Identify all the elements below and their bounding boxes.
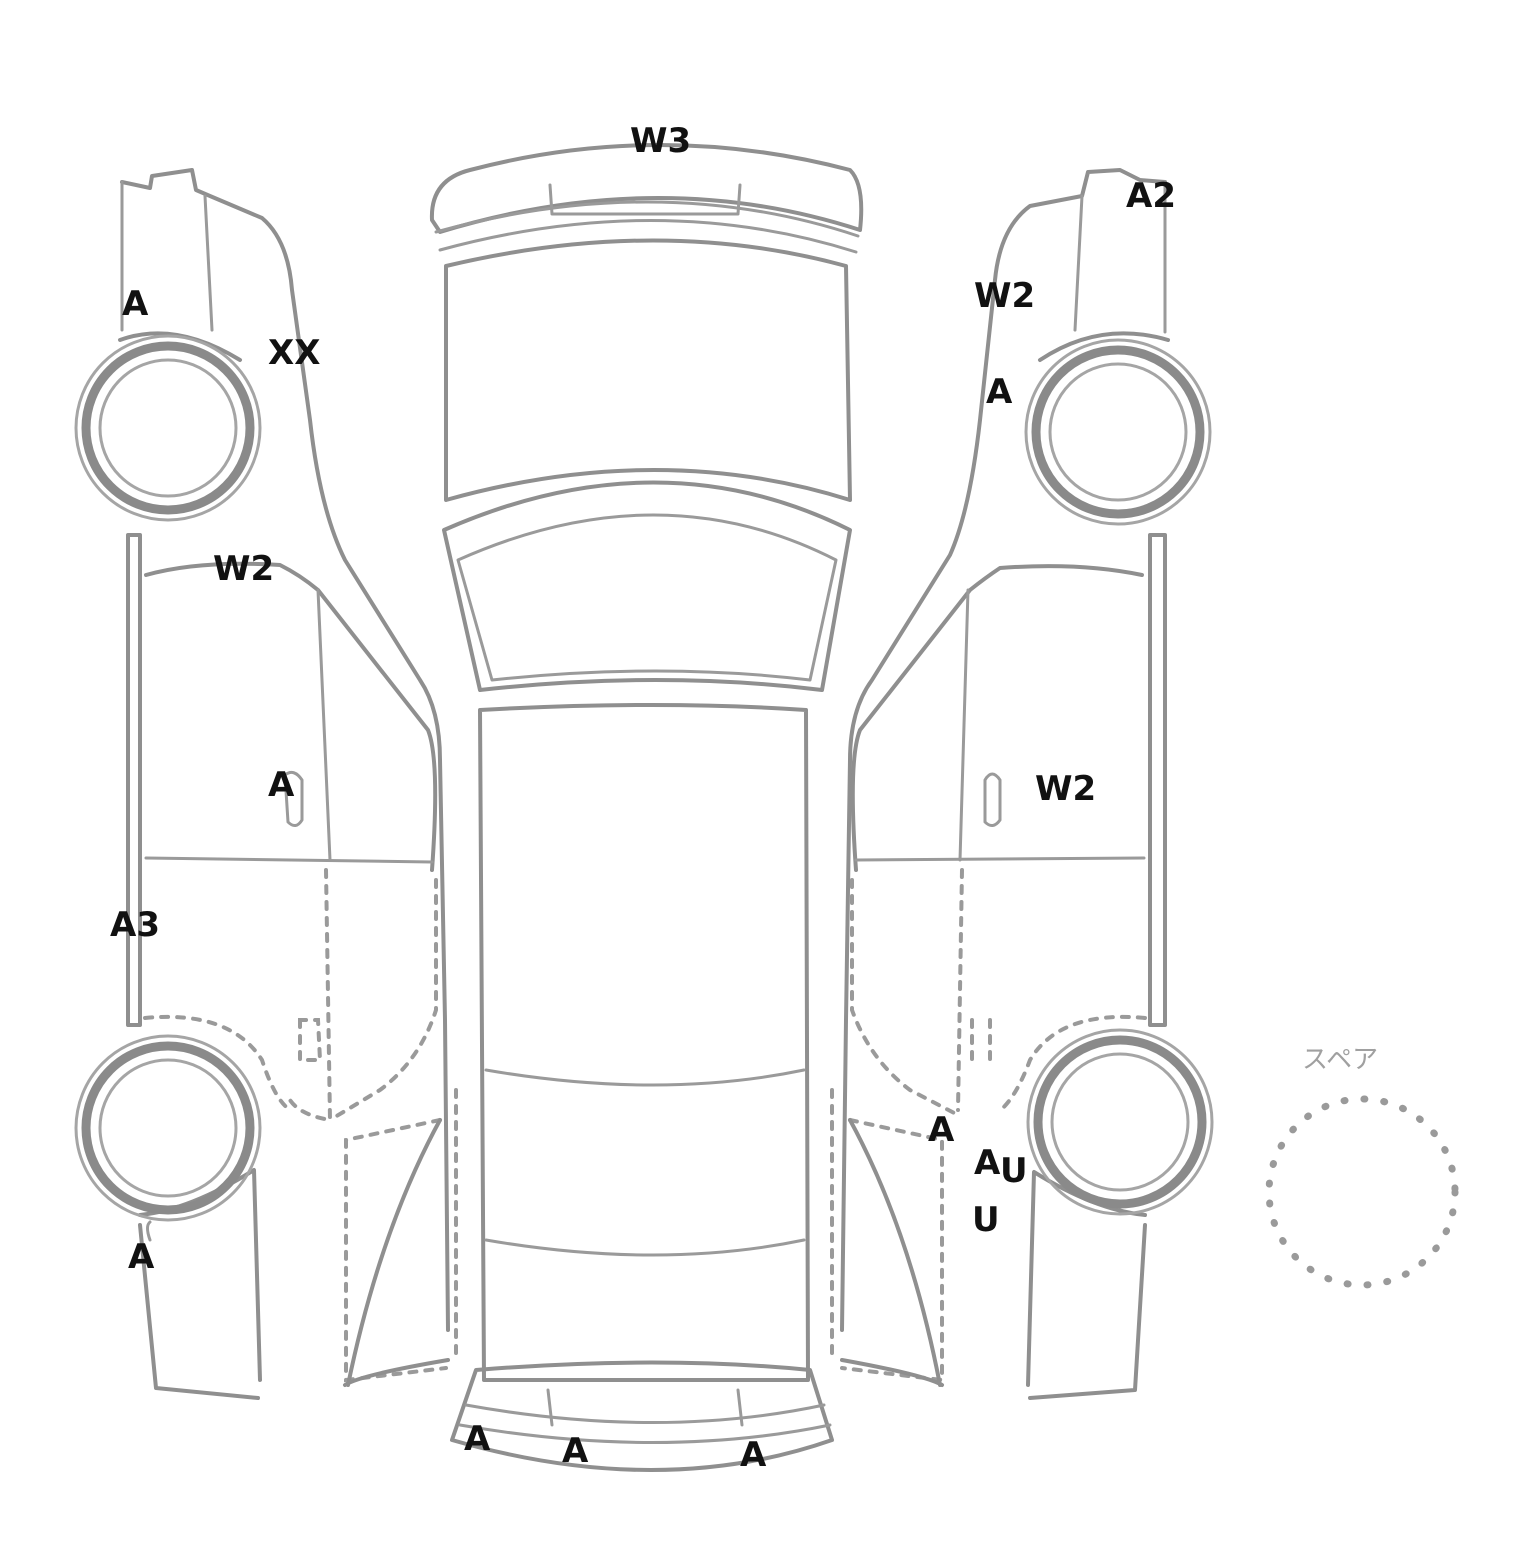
spare-label: スペア xyxy=(1302,1045,1378,1075)
mark-w2-right-pillar: W2 xyxy=(974,276,1035,316)
left-rear-wheel xyxy=(74,1034,262,1222)
mark-a-rear-bumper-center: A xyxy=(562,1431,589,1471)
car-left-side-view xyxy=(74,168,458,1400)
mark-u-right-rear-quarter-2: U xyxy=(972,1200,1000,1240)
damage-marks: W3 A2 A XX W2 A W2 A W2 A3 A A U U A A A… xyxy=(110,121,1176,1475)
mark-w2-right-front-door: W2 xyxy=(1035,769,1096,809)
mark-a-rear-bumper-right: A xyxy=(740,1435,767,1475)
right-front-wheel xyxy=(1024,338,1212,526)
right-rear-wheel xyxy=(1026,1028,1214,1216)
mark-a-right-fender: A xyxy=(986,372,1013,412)
spare-tire: スペア xyxy=(1265,1045,1459,1289)
left-front-wheel xyxy=(74,334,262,522)
car-top-view xyxy=(429,143,864,1472)
mark-a-left-door-handle: A xyxy=(268,765,295,805)
mark-a-left-front-bumper: A xyxy=(122,284,149,324)
mark-a-rear-bumper-left: A xyxy=(464,1419,491,1459)
mark-xx-left-fender: XX xyxy=(268,333,320,373)
mark-a-right-rear-door: A xyxy=(928,1110,955,1150)
mark-w3-roof-front: W3 xyxy=(630,121,691,161)
mark-a-right-rear-quarter: A xyxy=(974,1143,1001,1183)
mark-a3-left-sill: A3 xyxy=(110,905,160,945)
mark-a2-right-fender-top: A2 xyxy=(1126,176,1176,216)
mark-u-right-rear-quarter-1: U xyxy=(1000,1151,1028,1191)
car-right-side-view xyxy=(830,168,1214,1400)
mark-a-left-rear-quarter: A xyxy=(128,1237,155,1277)
mark-w2-left-front-door: W2 xyxy=(213,549,274,589)
